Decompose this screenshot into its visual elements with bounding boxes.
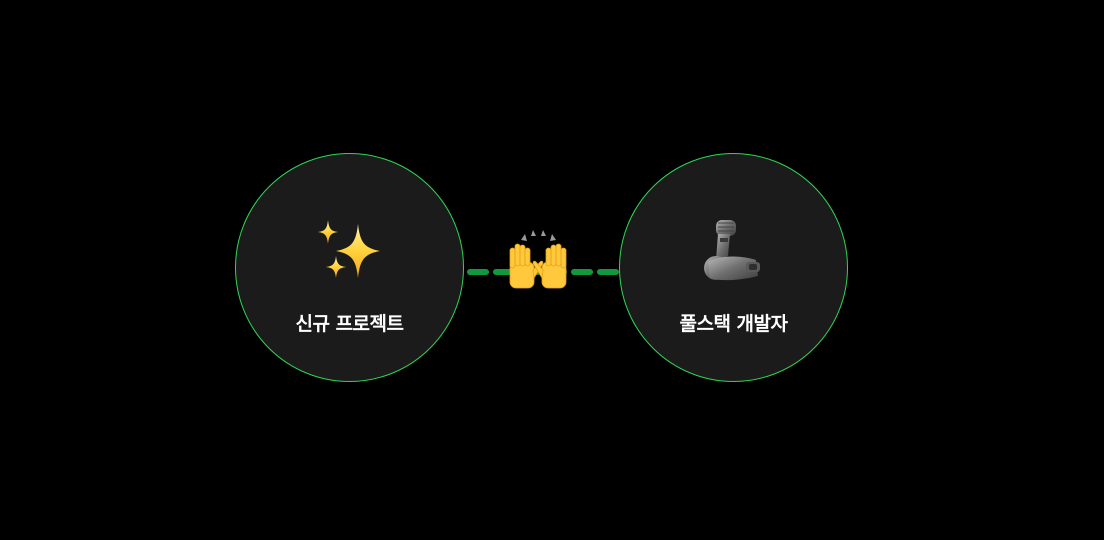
raising-hands-icon bbox=[500, 228, 576, 292]
new-project-label: 신규 프로젝트 bbox=[295, 313, 405, 335]
mechanical-arm-icon bbox=[620, 216, 847, 286]
sparkles-icon bbox=[236, 216, 463, 286]
new-project-node: 신규 프로젝트 bbox=[235, 153, 464, 382]
fullstack-developer-node: 풀스택 개발자 bbox=[619, 153, 848, 382]
fullstack-developer-label: 풀스택 개발자 bbox=[679, 313, 789, 335]
